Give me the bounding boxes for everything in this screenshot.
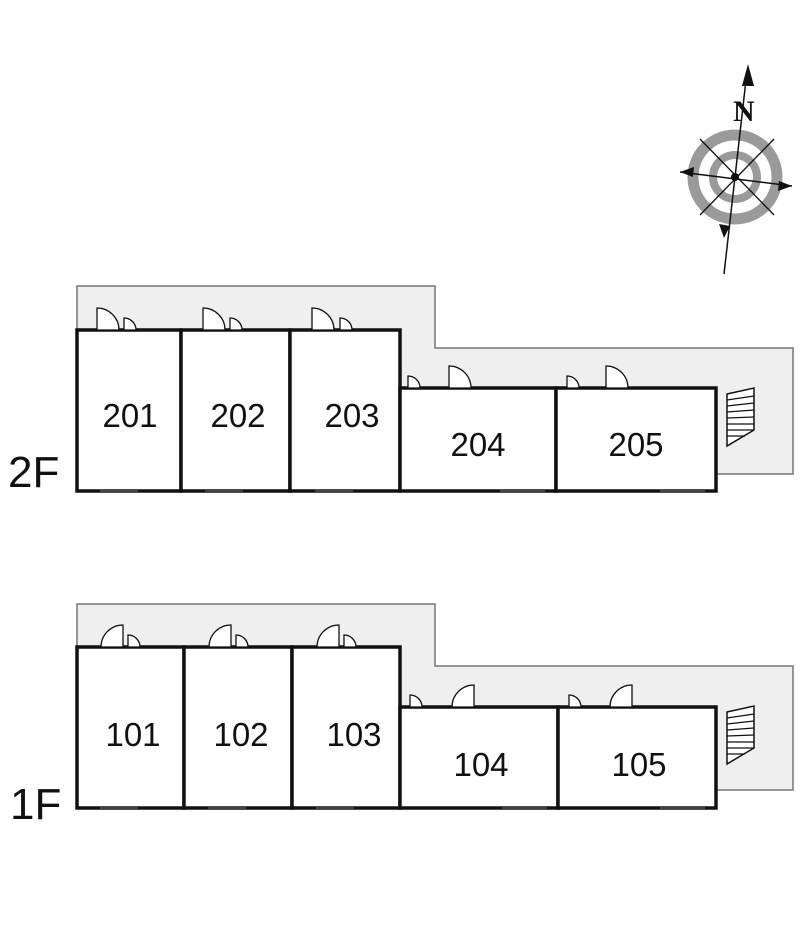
door-202-icon	[202, 307, 243, 331]
door-204-icon	[407, 365, 472, 389]
room-104-label: 104	[453, 746, 508, 783]
room-101-label: 101	[105, 716, 160, 753]
door-105-icon	[568, 684, 633, 708]
door-104-icon	[409, 684, 475, 708]
door-103-icon	[316, 624, 357, 648]
staircase-2f-icon	[726, 387, 755, 448]
door-102-icon	[208, 624, 249, 648]
room-105-label: 105	[611, 746, 666, 783]
door-101-icon	[100, 624, 141, 648]
north-label: N	[733, 95, 755, 128]
room-201-outline	[75, 328, 183, 493]
floor-2f-plan: 201 202 203 204 205 2F	[8, 285, 794, 497]
room-202-label: 202	[210, 397, 265, 434]
floor-2f-label: 2F	[8, 448, 59, 497]
door-201-icon	[96, 307, 137, 331]
room-102-outline	[182, 645, 294, 810]
room-204-label: 204	[450, 426, 505, 463]
room-105-outline	[556, 705, 718, 810]
room-204-outline	[398, 386, 558, 493]
room-205-outline	[554, 386, 718, 493]
room-104-outline	[398, 705, 560, 810]
staircase-1f-icon	[726, 705, 755, 766]
compass-rose-icon: N	[679, 64, 793, 275]
room-201-label: 201	[102, 397, 157, 434]
room-102-label: 102	[213, 716, 268, 753]
door-203-icon	[311, 307, 353, 331]
room-103-label: 103	[326, 716, 381, 753]
room-202-outline	[179, 328, 292, 493]
floor-1f-plan: 101 102 103 104 105 1F	[10, 603, 794, 829]
door-205-icon	[566, 365, 629, 389]
room-101-outline	[75, 645, 186, 810]
room-205-label: 205	[608, 426, 663, 463]
room-203-label: 203	[324, 397, 379, 434]
floor-1f-label: 1F	[10, 780, 61, 829]
